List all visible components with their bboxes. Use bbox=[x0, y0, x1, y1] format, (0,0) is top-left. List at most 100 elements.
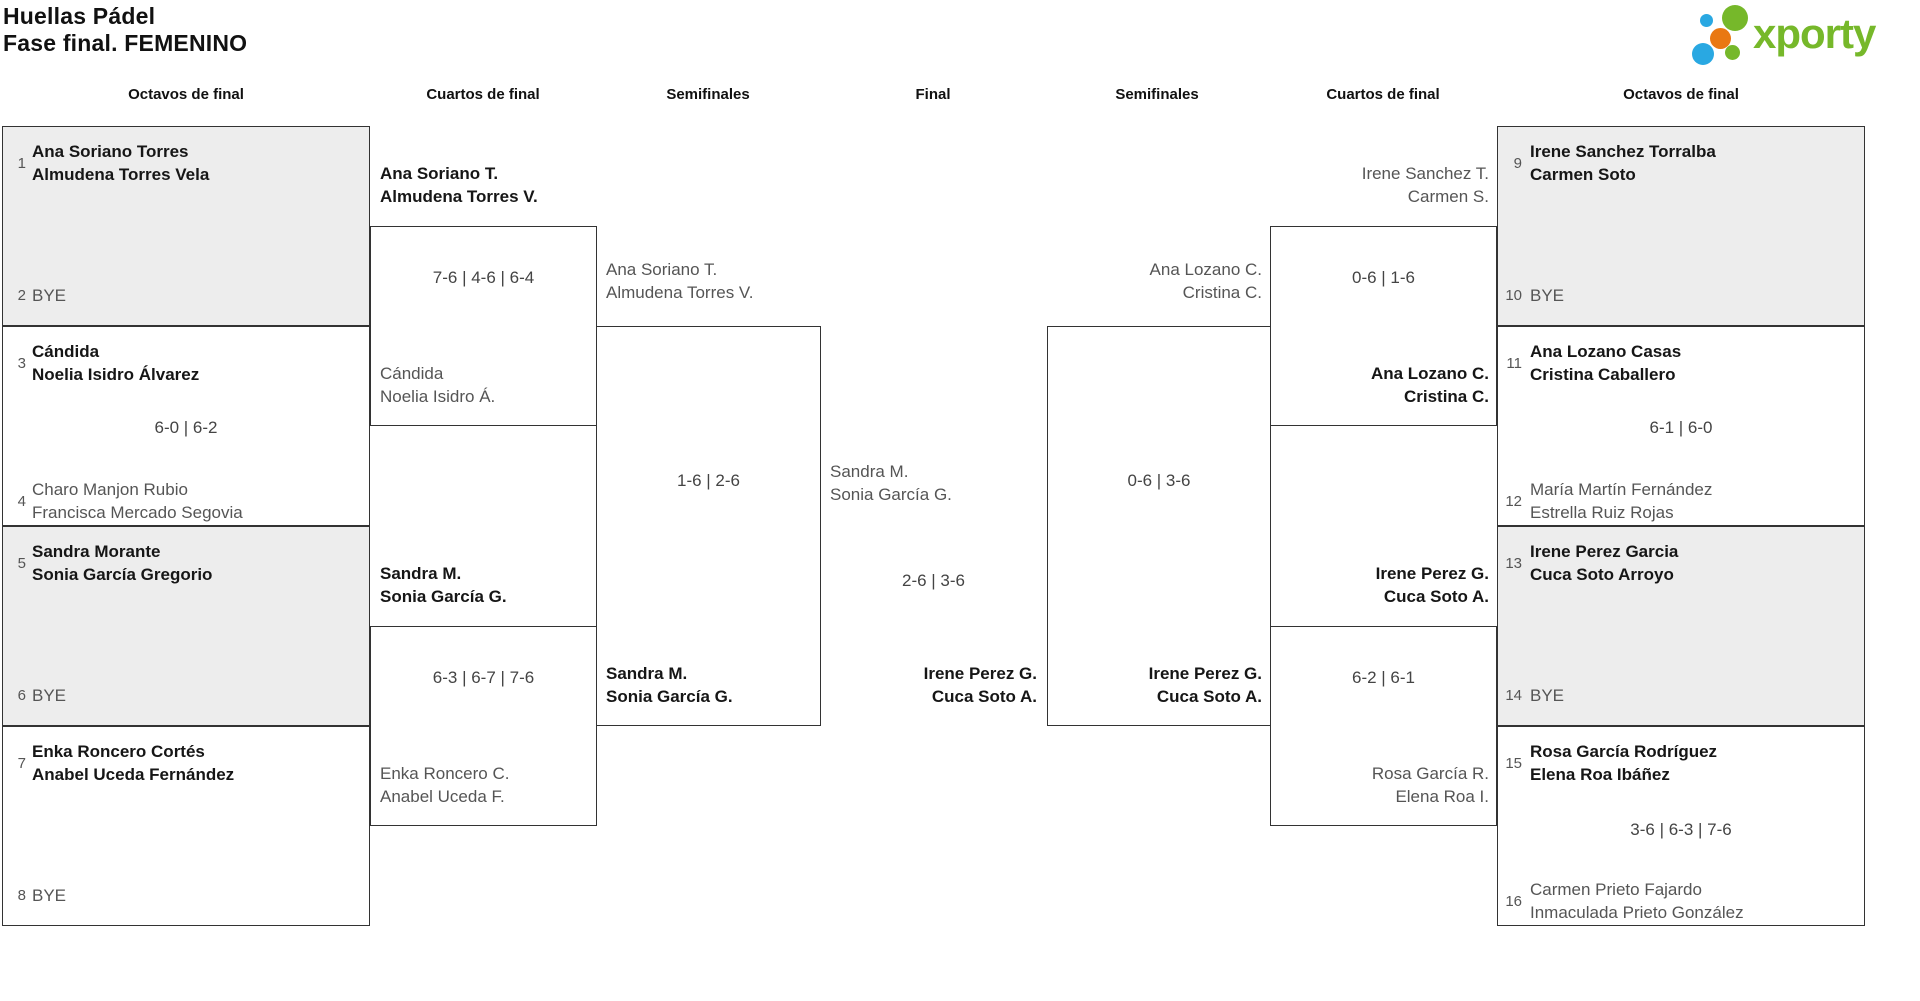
name-line: Sonia García G. bbox=[830, 485, 952, 504]
team-l-r16-seed5: Sandra Morante Sonia García Gregorio bbox=[32, 540, 212, 586]
match-box-r-r16-3 bbox=[1497, 526, 1865, 726]
score-l-sf: 1-6 | 2-6 bbox=[676, 471, 740, 490]
column-header-final: Final bbox=[915, 86, 951, 103]
name-line: Sandra M. bbox=[606, 664, 688, 683]
name-line: Sonia García G. bbox=[606, 687, 733, 706]
team-l-r16-seed3: Cándida Noelia Isidro Álvarez bbox=[32, 340, 199, 386]
name-line: Ana Lozano C. bbox=[1149, 260, 1262, 279]
seed-16: 16 bbox=[1505, 893, 1522, 910]
match-box-l-r16-4 bbox=[2, 726, 370, 926]
name-line: Irene Perez G. bbox=[1375, 564, 1489, 583]
column-header-octavos-right: Octavos de final bbox=[1623, 86, 1739, 103]
name-line: Ana Soriano T. bbox=[606, 260, 718, 279]
name-line: Cristina C. bbox=[1182, 283, 1262, 302]
team-l-r16-seed1: Ana Soriano Torres Almudena Torres Vela bbox=[32, 140, 209, 186]
name-line: Rosa García R. bbox=[1371, 764, 1489, 783]
name-line: Estrella Ruiz Rojas bbox=[1530, 503, 1674, 522]
name-line: Anabel Uceda F. bbox=[380, 787, 505, 806]
seed-4: 4 bbox=[17, 493, 26, 510]
seed-6: 6 bbox=[17, 687, 26, 704]
match-box-l-r16-3 bbox=[2, 526, 370, 726]
page-title-line2: Fase final. FEMENINO bbox=[3, 30, 248, 56]
name-line: Cándida bbox=[380, 364, 444, 383]
team-r-r16-seed12: María Martín Fernández Estrella Ruiz Roj… bbox=[1530, 478, 1712, 524]
match-box-l-r16-2 bbox=[2, 326, 370, 526]
name-line: Ana Lozano Casas bbox=[1530, 342, 1682, 361]
team-r-sf-winner: Irene Perez G. Cuca Soto A. bbox=[1047, 662, 1262, 708]
match-box-r-sf bbox=[1047, 326, 1271, 726]
score-r-qf-2: 6-2 | 6-1 bbox=[1351, 668, 1415, 687]
team-final-winner: Irene Perez G. Cuca Soto A. bbox=[820, 662, 1037, 708]
logo-dot-icon bbox=[1700, 14, 1713, 27]
match-box-l-qf-2 bbox=[370, 626, 597, 826]
name-line: Irene Perez Garcia bbox=[1530, 542, 1679, 561]
team-r-sf-top: Ana Lozano C. Cristina C. bbox=[1047, 258, 1262, 304]
name-line: Almudena Torres Vela bbox=[32, 165, 210, 184]
team-r-qf1-top: Irene Sanchez T. Carmen S. bbox=[1270, 162, 1489, 208]
team-r-r16-seed9: Irene Sanchez Torralba Carmen Soto bbox=[1530, 140, 1716, 186]
seed-7: 7 bbox=[17, 755, 26, 772]
name-line: María Martín Fernández bbox=[1530, 480, 1713, 499]
team-r-r16-seed16: Carmen Prieto Fajardo Inmaculada Prieto … bbox=[1530, 878, 1744, 924]
team-r-qf2-top: Irene Perez G. Cuca Soto A. bbox=[1270, 562, 1489, 608]
team-r-qf1-winner: Ana Lozano C. Cristina C. bbox=[1270, 362, 1489, 408]
name-line: Francisca Mercado Segovia bbox=[32, 503, 243, 522]
logo-dot-icon bbox=[1692, 43, 1714, 65]
score-r-qf-1: 0-6 | 1-6 bbox=[1351, 268, 1415, 287]
team-r-qf2-bottom: Rosa García R. Elena Roa I. bbox=[1270, 762, 1489, 808]
name-line: Noelia Isidro Á. bbox=[380, 387, 496, 406]
name-line: Cristina C. bbox=[1403, 387, 1489, 406]
name-line: Ana Soriano T. bbox=[380, 164, 499, 183]
logo-wordmark: xporty bbox=[1753, 10, 1876, 57]
seed-1: 1 bbox=[17, 155, 26, 172]
name-line: Anabel Uceda Fernández bbox=[32, 765, 235, 784]
seed-15: 15 bbox=[1505, 755, 1522, 772]
team-l-r16-seed2-bye: BYE bbox=[32, 286, 67, 305]
seed-8: 8 bbox=[17, 887, 26, 904]
name-line: Cristina Caballero bbox=[1530, 365, 1676, 384]
name-line: Irene Sanchez T. bbox=[1361, 164, 1489, 183]
name-line: Cuca Soto Arroyo bbox=[1530, 565, 1674, 584]
name-line: Sandra M. bbox=[380, 564, 462, 583]
team-r-r16-seed15: Rosa García Rodríguez Elena Roa Ibáñez bbox=[1530, 740, 1717, 786]
team-r-r16-seed10-bye: BYE bbox=[1530, 286, 1565, 305]
seed-3: 3 bbox=[17, 355, 26, 372]
team-l-sf-winner: Sandra M. Sonia García G. bbox=[606, 662, 733, 708]
column-header-semis-right: Semifinales bbox=[1115, 86, 1199, 103]
name-line: Enka Roncero C. bbox=[380, 764, 510, 783]
name-line: Irene Perez G. bbox=[923, 664, 1037, 683]
name-line: Carmen Soto bbox=[1530, 165, 1636, 184]
team-l-r16-seed8-bye: BYE bbox=[32, 886, 67, 905]
score-final: 2-6 | 3-6 bbox=[901, 571, 965, 590]
column-header-octavos-left: Octavos de final bbox=[128, 86, 244, 103]
name-line: Cuca Soto A. bbox=[1156, 687, 1262, 706]
name-line: Sandra Morante bbox=[32, 542, 161, 561]
seed-12: 12 bbox=[1505, 493, 1522, 510]
name-line: Inmaculada Prieto González bbox=[1530, 903, 1744, 922]
team-l-qf2-top: Sandra M. Sonia García G. bbox=[380, 562, 507, 608]
match-box-r-r16-4 bbox=[1497, 726, 1865, 926]
seed-11: 11 bbox=[1506, 355, 1522, 372]
seed-5: 5 bbox=[17, 555, 26, 572]
name-line: Ana Soriano Torres bbox=[32, 142, 189, 161]
team-l-qf2-bottom: Enka Roncero C. Anabel Uceda F. bbox=[380, 762, 509, 808]
score-r-sf: 0-6 | 3-6 bbox=[1127, 471, 1191, 490]
column-header-cuartos-left: Cuartos de final bbox=[426, 86, 540, 103]
team-r-r16-seed14-bye: BYE bbox=[1530, 686, 1565, 705]
team-r-r16-seed13: Irene Perez Garcia Cuca Soto Arroyo bbox=[1530, 540, 1678, 586]
team-l-qf1-top: Ana Soriano T. Almudena Torres V. bbox=[380, 162, 538, 208]
name-line: Rosa García Rodríguez bbox=[1530, 742, 1718, 761]
name-line: Irene Perez G. bbox=[1148, 664, 1262, 683]
column-header-cuartos-right: Cuartos de final bbox=[1326, 86, 1440, 103]
column-header-semis-left: Semifinales bbox=[666, 86, 750, 103]
name-line: Cuca Soto A. bbox=[1383, 587, 1489, 606]
team-final-left: Sandra M. Sonia García G. bbox=[830, 460, 952, 506]
logo-dot-icon bbox=[1722, 5, 1748, 31]
match-box-r-r16-2 bbox=[1497, 326, 1865, 526]
logo-dot-icon bbox=[1725, 45, 1740, 60]
score-l-r16-2: 6-0 | 6-2 bbox=[154, 418, 218, 437]
name-line: Sandra M. bbox=[830, 462, 909, 481]
score-r-r16-4: 3-6 | 6-3 | 7-6 bbox=[1630, 820, 1732, 839]
score-l-qf-2: 6-3 | 6-7 | 7-6 bbox=[432, 668, 535, 687]
team-l-sf-top: Ana Soriano T. Almudena Torres V. bbox=[606, 258, 753, 304]
